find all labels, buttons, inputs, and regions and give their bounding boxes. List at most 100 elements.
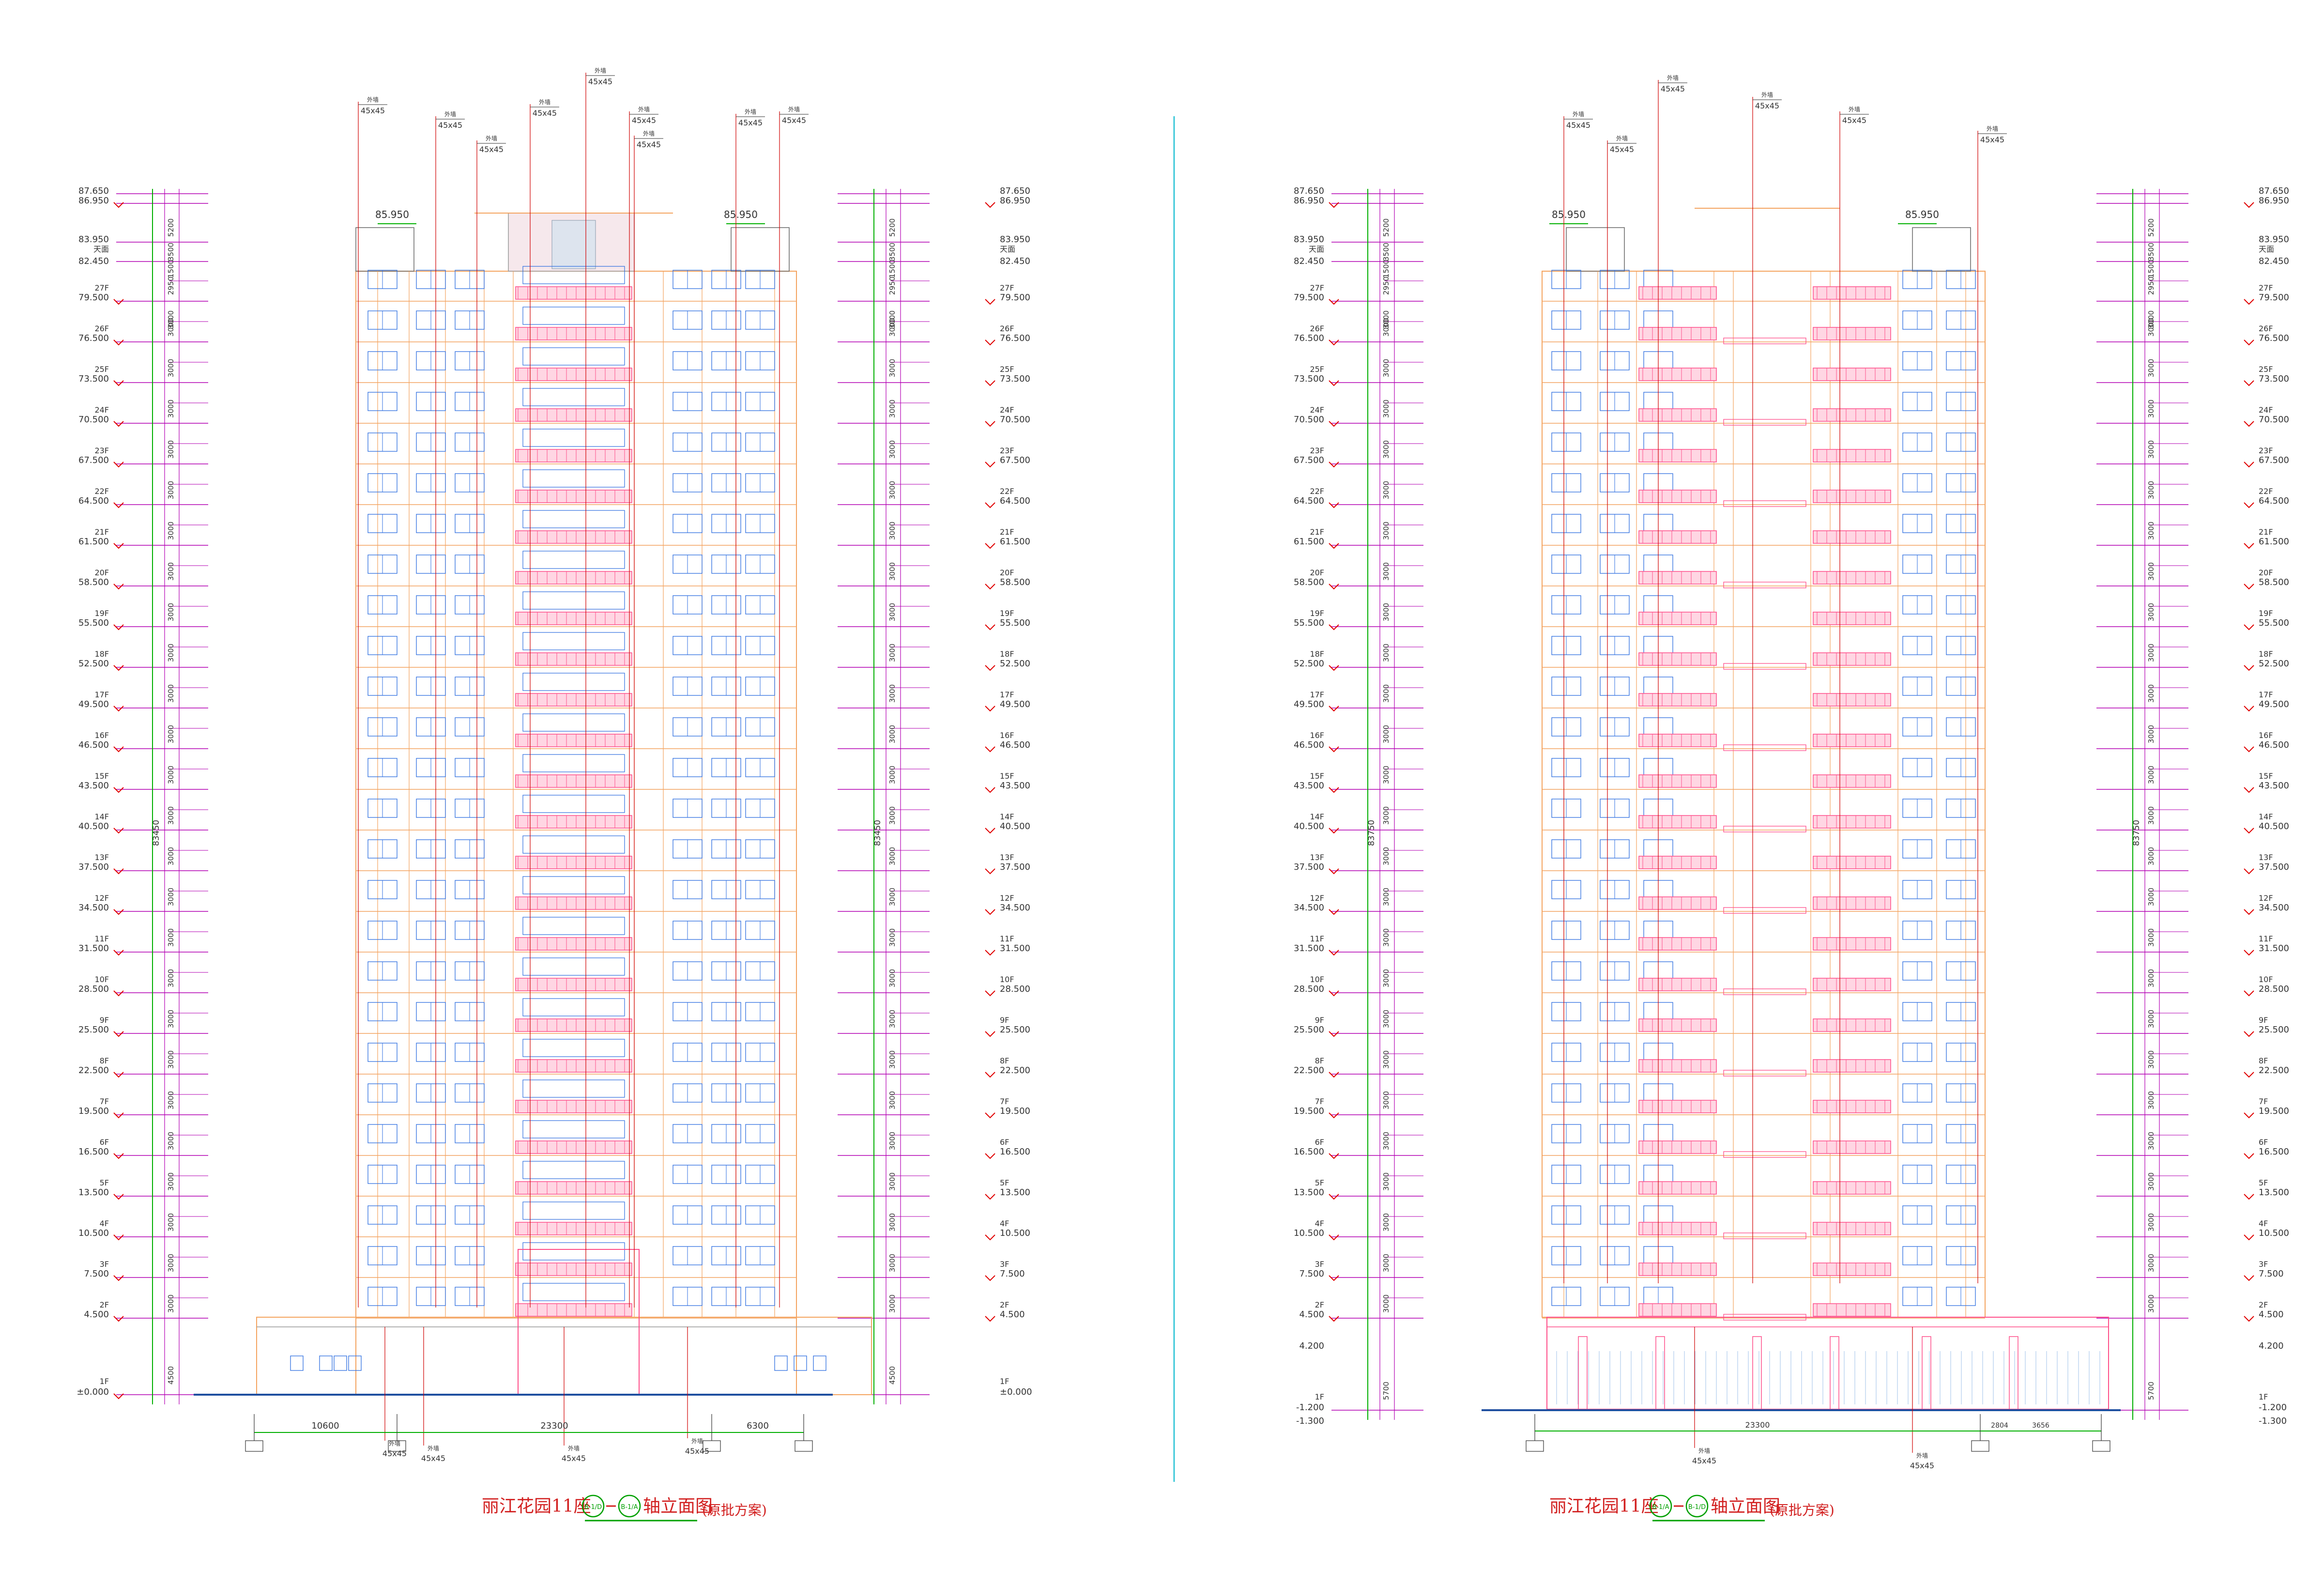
right-dimcol-a-floor-marker <box>1329 950 1339 956</box>
right-dimcol-b-floor-label: 17F <box>2259 690 2273 699</box>
left-dimcol-a-floor-marker <box>113 1234 124 1241</box>
right-balcony-rail <box>1638 408 1717 422</box>
right-dimcol-b-floor-marker <box>2244 1112 2254 1119</box>
right-dimcol-b-total-dim: 83750 <box>2132 820 2141 846</box>
left-dimcol-a-floor-elev: 16.500 <box>78 1147 109 1157</box>
left-dimcol-a-floor-label: 18F <box>94 649 109 659</box>
left-dimcol-b-floor-label: 22F <box>1000 487 1014 496</box>
left-callout-size: 45x45 <box>738 118 763 127</box>
right-dimcol-a-floor-elev: 10.500 <box>1294 1228 1324 1238</box>
left-balcony-door <box>522 307 625 325</box>
right-dimcol-a-floor-dim: 3000 <box>1382 400 1391 418</box>
left-dimcol-b-top-elev-1: 87.650 <box>1000 186 1030 196</box>
right-title-note: (原批方案) <box>1770 1502 1835 1518</box>
left-dimcol-b-floor-dim: 3000 <box>888 1132 897 1150</box>
left-dimcol-a-floor-dim: 3000 <box>167 440 175 459</box>
left-dimcol-b-floor-label: 17F <box>1000 690 1014 699</box>
left-dimcol-a-floor-dim: 3000 <box>167 1050 175 1069</box>
left-dimcol-b-floor-elev: 55.500 <box>1000 618 1030 628</box>
left-balcony-door <box>522 632 625 650</box>
left-balcony-door <box>522 754 625 772</box>
right-dimcol-a-dim-value: 2950 <box>1382 277 1391 295</box>
right-dimcol-b-floor-elev: 22.500 <box>2259 1065 2289 1076</box>
right-dimcol-b-floor-dim: 3000 <box>2147 766 2156 784</box>
left-dimcol-b-floor-dim: 3000 <box>888 1010 897 1028</box>
left-ground-elev: ±0.000 <box>76 1387 109 1397</box>
left-dimcol-b-floor-dim: 3000 <box>888 969 897 987</box>
right-balcony-rail <box>1813 1181 1891 1195</box>
right-balcony-rail <box>1813 896 1891 910</box>
left-balcony-rail <box>515 978 632 991</box>
left-dimcol-a-floor-marker <box>113 746 124 753</box>
left-dimcol-b-floor-elev: 76.500 <box>1000 333 1030 343</box>
right-dimcol-b-floor-marker <box>2244 339 2254 346</box>
right-dimcol-b-floor-marker <box>2244 1194 2254 1200</box>
left-callout-size: 45x45 <box>632 116 656 125</box>
right-dimcol-b-floor-elev: 64.500 <box>2259 496 2289 506</box>
right-dimcol-b-floor-elev: 40.500 <box>2259 821 2289 831</box>
left-dimcol-b-floor-marker <box>985 1194 995 1200</box>
left-dimcol-a-floor-elev: 67.500 <box>78 455 109 465</box>
left-dimcol-a-floor-marker <box>113 339 124 346</box>
left-dimcol-b-floor-label: 12F <box>1000 893 1014 903</box>
left-callout-note: 外墙 <box>539 99 550 106</box>
left-dimcol-b-floor-dim: 3000 <box>888 1294 897 1313</box>
left-dimcol-b-floor-label: 24F <box>1000 405 1014 415</box>
left-balcony-door <box>522 1201 625 1220</box>
right-dimcol-a-floor-marker <box>1329 909 1339 915</box>
left-dimcol-b-floor-label: 16F <box>1000 731 1014 740</box>
right-dimcol-a-floor-label: 10F <box>1310 975 1324 984</box>
right-dimcol-b-floor-marker <box>2244 1072 2254 1078</box>
right-link-bridge <box>1723 1070 1806 1077</box>
left-balcony-rail <box>515 449 632 462</box>
right-dimcol-a-floor-marker <box>1329 339 1339 346</box>
right-balcony-rail <box>1638 815 1717 829</box>
right-dimcol-a-floor-dim: 3000 <box>1382 562 1391 581</box>
left-dimcol-a-dim-value: 3500 <box>167 243 175 261</box>
left-dimcol-b-floor-elev: 13.500 <box>1000 1187 1030 1198</box>
right-dimcol-b-floor-dim: 3000 <box>2147 1172 2156 1191</box>
left-dimcol-a-floor-label: 27F <box>94 283 109 292</box>
left-dimcol-b-floor-elev: 7.500 <box>1000 1269 1025 1279</box>
left-dimcol-a-floor-marker <box>113 1316 124 1322</box>
right-dimcol-b-floor-elev: 58.500 <box>2259 577 2289 587</box>
right-link-bridge <box>1723 338 1806 344</box>
right-dimcol-b-floor-marker <box>2244 1275 2254 1281</box>
right-dimcol-b-floor-elev: 49.500 <box>2259 699 2289 709</box>
left-dimcol-b-floor-marker <box>985 1316 995 1322</box>
left-dimcol-b-floor-label: 26F <box>1000 324 1014 333</box>
right-dimcol-b-floor-dim: 3000 <box>2147 1050 2156 1069</box>
left-dimcol-b-floor-marker <box>985 950 995 956</box>
left-dimcol-b-floor-label: 19F <box>1000 609 1014 618</box>
left-dimcol-b-floor-elev: 28.500 <box>1000 984 1030 994</box>
left-dimcol-a-ground-dim: 4500 <box>167 1366 175 1385</box>
right-dimcol-a-floor-label: 20F <box>1310 568 1324 577</box>
right-dimcol-b-floor-elev: 37.500 <box>2259 862 2289 872</box>
left-dimcol-a-floor-dim: 3000 <box>167 1091 175 1109</box>
right-dimcol-b-floor-label: 15F <box>2259 771 2273 781</box>
left-dimcol-a-floor-marker <box>113 990 124 997</box>
left-balcony-door <box>522 876 625 894</box>
right-balcony-rail <box>1813 368 1891 381</box>
left-callout-note-bottom: 外墙 <box>428 1445 439 1452</box>
right-dimcol-a-floor-dim: 3000 <box>1382 888 1391 906</box>
right-dimcol-a-roof-elev-1: 83.950 <box>1294 234 1324 245</box>
left-dimcol-a-floor-label: 16F <box>94 731 109 740</box>
left-dimcol-b-floor-marker <box>985 584 995 590</box>
right-balcony-rail <box>1638 856 1717 869</box>
right-dimcol-b-dim-value: 2950 <box>2147 277 2156 295</box>
left-dimcol-a-floor-elev: 34.500 <box>78 903 109 913</box>
right-dimcol-a-dim-value: 3500 <box>1382 243 1391 261</box>
right-roof-top-elev-2: 85.950 <box>1905 209 1939 220</box>
left-dimcol-b-floor-marker <box>985 462 995 468</box>
right-dimcol-a-floor-label: 22F <box>1310 487 1324 496</box>
right-dimcol-b-floor-marker <box>2244 706 2254 712</box>
left-balcony-rail <box>515 408 632 422</box>
left-dimcol-b-floor-elev: 52.500 <box>1000 659 1030 669</box>
right-dimcol-b-floor-elev: 4.500 <box>2259 1309 2284 1320</box>
right-dimcol-a-floor-label: 24F <box>1310 405 1324 415</box>
right-dimcol-b-floor-elev: 70.500 <box>2259 415 2289 425</box>
right-dimcol-b-floor-dim: 3000 <box>2147 644 2156 662</box>
left-dimcol-b-floor-label: 13F <box>1000 853 1014 862</box>
right-balcony-rail <box>1638 1222 1717 1235</box>
